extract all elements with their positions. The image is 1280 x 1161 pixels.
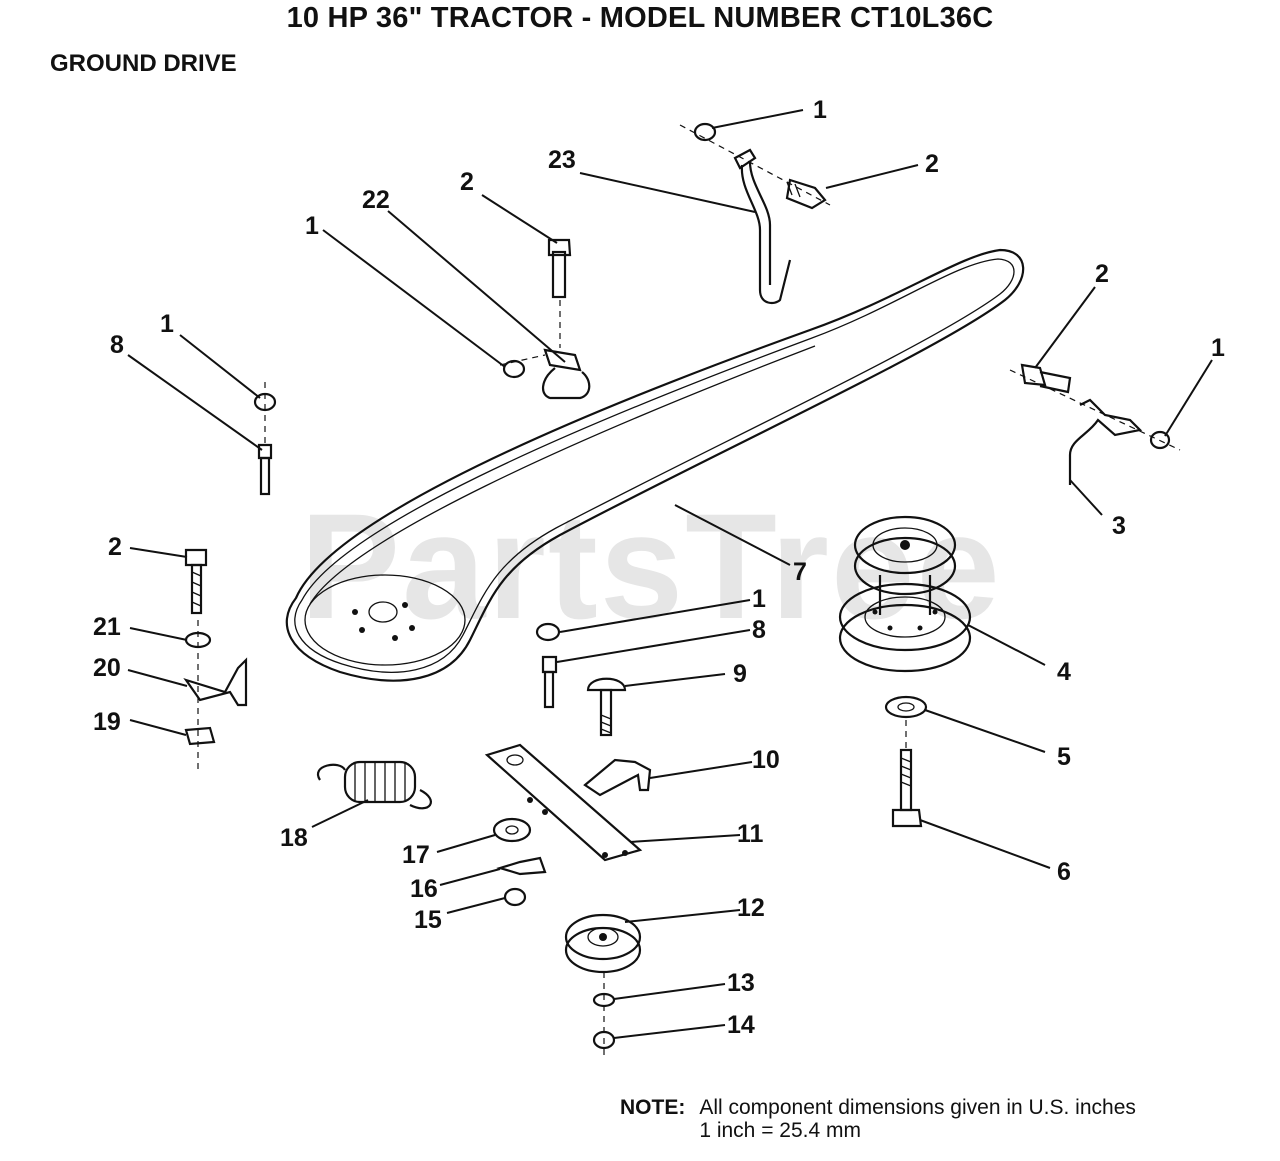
note-line-2: 1 inch = 25.4 mm	[699, 1119, 861, 1142]
stud-8	[253, 382, 277, 496]
callout-16: 16	[410, 875, 438, 903]
note-line-1: All component dimensions given in U.S. i…	[699, 1096, 1136, 1119]
callout-23: 23	[548, 146, 576, 174]
bolt-6	[891, 748, 923, 828]
callout-8: 8	[752, 616, 766, 644]
idler-pulley-12	[564, 913, 642, 974]
bracket-23	[679, 122, 831, 305]
washer-17	[492, 817, 532, 843]
callout-13: 13	[727, 969, 755, 997]
callout-8: 8	[110, 331, 124, 359]
callout-17: 17	[402, 841, 430, 869]
transmission-pulley	[838, 515, 972, 673]
callout-1: 1	[305, 212, 319, 240]
callout-3: 3	[1112, 512, 1126, 540]
callout-15: 15	[414, 906, 442, 934]
callout-5: 5	[1057, 743, 1071, 771]
callout-4: 4	[1057, 658, 1071, 686]
washer-5	[884, 695, 928, 719]
callout-10: 10	[752, 746, 780, 774]
clip-16	[496, 856, 547, 876]
bracket-22	[499, 238, 591, 400]
note-label: NOTE:	[620, 1096, 686, 1119]
bracket-10	[583, 758, 652, 797]
callout-18: 18	[280, 824, 308, 852]
leader-lines	[127, 109, 1213, 1039]
callout-22: 22	[362, 186, 390, 214]
callout-2: 2	[1095, 260, 1109, 288]
section-title: GROUND DRIVE	[50, 50, 237, 77]
callout-12: 12	[737, 894, 765, 922]
bracket-3	[1009, 363, 1181, 485]
callout-2: 2	[108, 533, 122, 561]
callout-1: 1	[1211, 334, 1225, 362]
callout-14: 14	[727, 1011, 755, 1039]
callout-9: 9	[733, 660, 747, 688]
callout-2: 2	[460, 168, 474, 196]
callout-1: 1	[813, 96, 827, 124]
callout-1: 1	[160, 310, 174, 338]
callout-19: 19	[93, 708, 121, 736]
callout-7: 7	[793, 558, 807, 586]
stud-8-middle	[535, 622, 561, 709]
engine-pulley	[304, 574, 466, 666]
spring-18	[316, 760, 432, 810]
callout-20: 20	[93, 654, 121, 682]
watermark: PartsTree	[300, 482, 1002, 650]
callout-2: 2	[925, 150, 939, 178]
idler-bracket-assembly-left	[183, 548, 248, 770]
callout-21: 21	[93, 613, 121, 641]
callout-6: 6	[1057, 858, 1071, 886]
v-belt	[285, 248, 1025, 682]
carriage-bolt-9	[586, 677, 627, 737]
page-title: 10 HP 36" TRACTOR - MODEL NUMBER CT10L36…	[286, 2, 994, 34]
callout-1: 1	[752, 585, 766, 613]
idler-arm-11	[484, 743, 643, 862]
note: NOTE: All component dimensions given in U…	[620, 1096, 1136, 1142]
callout-11: 11	[737, 820, 764, 848]
nut-15	[503, 887, 527, 907]
